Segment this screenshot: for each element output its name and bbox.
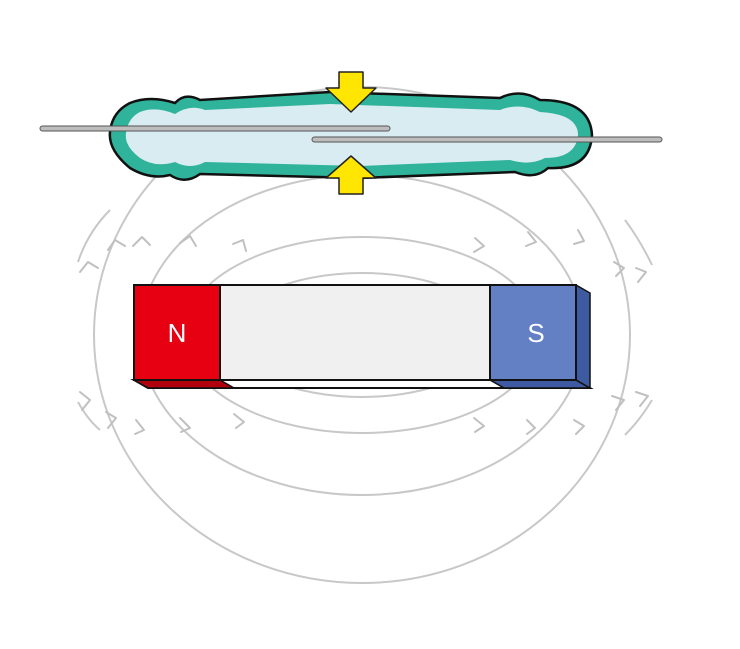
field-arrow-icon xyxy=(107,239,126,251)
north-pole xyxy=(133,284,221,381)
field-line-6 xyxy=(77,401,101,431)
field-arrow-icon xyxy=(611,395,625,411)
field-arrow-icon xyxy=(134,419,145,435)
field-arrow-icon xyxy=(573,419,585,435)
reed-switch-glass xyxy=(125,104,579,166)
south-pole-side-face xyxy=(575,283,591,390)
field-arrow-icon xyxy=(179,235,197,247)
field-arrow-icon xyxy=(473,417,485,433)
south-pole xyxy=(489,284,577,381)
field-arrow-icon xyxy=(613,261,625,277)
south-pole-label: S xyxy=(527,318,544,348)
field-arrow-icon xyxy=(635,391,649,407)
force-arrows xyxy=(325,71,377,195)
field-arrow-icon xyxy=(105,411,117,429)
right-reed-contact xyxy=(311,136,663,143)
field-arrow-icon xyxy=(79,391,91,411)
field-line-5 xyxy=(77,209,111,263)
field-arrow-icon xyxy=(233,413,245,429)
north-pole-bottom-face xyxy=(131,379,237,389)
field-arrow-icon xyxy=(573,229,585,245)
field-arrowheads xyxy=(79,229,649,435)
field-arrow-icon xyxy=(525,231,537,247)
down-arrow-icon xyxy=(325,71,377,113)
up-arrow-icon xyxy=(325,155,377,195)
field-arrow-icon xyxy=(526,419,536,435)
north-pole-label: N xyxy=(168,318,187,348)
reed-switch xyxy=(39,90,663,181)
field-arrow-icon xyxy=(132,236,151,247)
field-arrow-icon xyxy=(635,267,647,283)
bar-magnet: N S xyxy=(130,283,594,390)
field-arrow-icon xyxy=(232,239,247,252)
field-arrow-icon xyxy=(473,237,485,253)
field-arrow-icon xyxy=(179,417,191,433)
field-line-8 xyxy=(624,399,653,436)
left-reed-contact xyxy=(39,125,391,132)
field-arrow-icon xyxy=(79,261,99,273)
magnet-body xyxy=(219,284,491,381)
field-line-7 xyxy=(624,219,653,266)
south-pole-bottom-face xyxy=(487,379,593,389)
